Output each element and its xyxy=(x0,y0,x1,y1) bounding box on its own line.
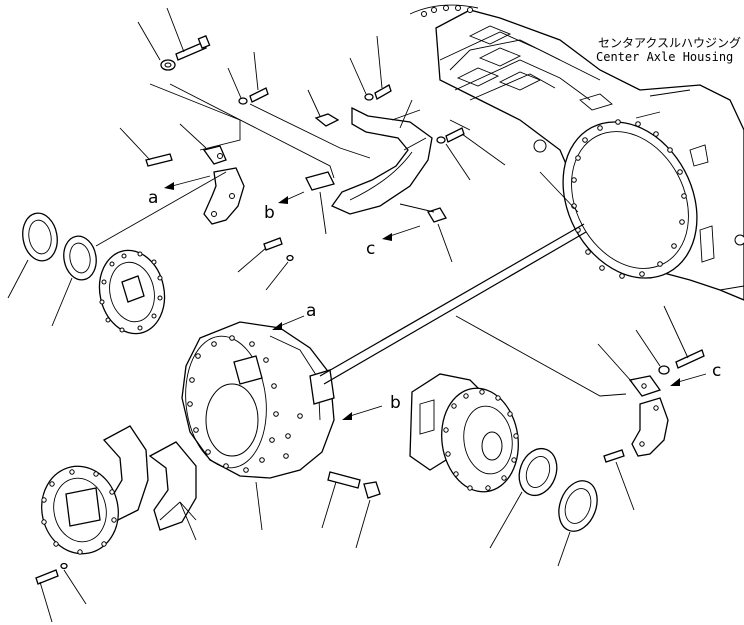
oil-seal-left xyxy=(7,212,58,299)
bearing-right xyxy=(489,447,558,549)
callout-b-top-label: b xyxy=(264,203,275,223)
clamp-bracket-left xyxy=(119,123,245,225)
leader-lines xyxy=(95,83,627,397)
callout-a-bottom: a xyxy=(272,301,316,330)
callout-b-bottom-label: b xyxy=(390,393,401,413)
shaft xyxy=(319,223,587,385)
bolt-small-1 xyxy=(227,51,269,105)
lock-plate-small xyxy=(307,89,340,127)
bolt-bottom-left xyxy=(35,562,87,623)
callout-b-bottom: b xyxy=(342,393,401,420)
bolt-washer-top xyxy=(137,7,211,71)
bolt-small-2 xyxy=(349,35,392,101)
callout-b-top: b xyxy=(264,191,305,223)
differential-carrier xyxy=(181,321,335,531)
bolt-small-4 xyxy=(237,237,294,291)
clip-b xyxy=(305,171,335,235)
callout-c-right: c xyxy=(670,361,721,386)
adjusting-nut xyxy=(557,480,598,567)
stud-bolt-nut xyxy=(321,471,381,549)
housing-title-en: Center Axle Housing xyxy=(596,50,733,64)
ring-gear xyxy=(98,249,166,335)
bearing-cage xyxy=(41,465,119,555)
callout-a-top: a xyxy=(148,175,211,208)
callout-c-right-label: c xyxy=(712,361,721,381)
housing-title-jp: センタアクスルハウジング xyxy=(598,36,741,50)
guard-plate xyxy=(331,99,433,215)
clamp-bracket-right xyxy=(597,343,669,511)
callout-a-top-label: a xyxy=(148,188,158,208)
clip-c xyxy=(427,207,453,263)
bolt-right xyxy=(635,305,705,375)
bearing-left xyxy=(51,235,97,327)
bolt-small-3 xyxy=(436,127,506,181)
callout-a-bottom-label: a xyxy=(306,301,316,321)
center-axle-housing xyxy=(409,4,744,301)
callout-c-top-label: c xyxy=(366,239,375,259)
callout-c-top: c xyxy=(366,225,421,259)
differential-case xyxy=(409,373,519,493)
shim-plates xyxy=(102,425,197,541)
